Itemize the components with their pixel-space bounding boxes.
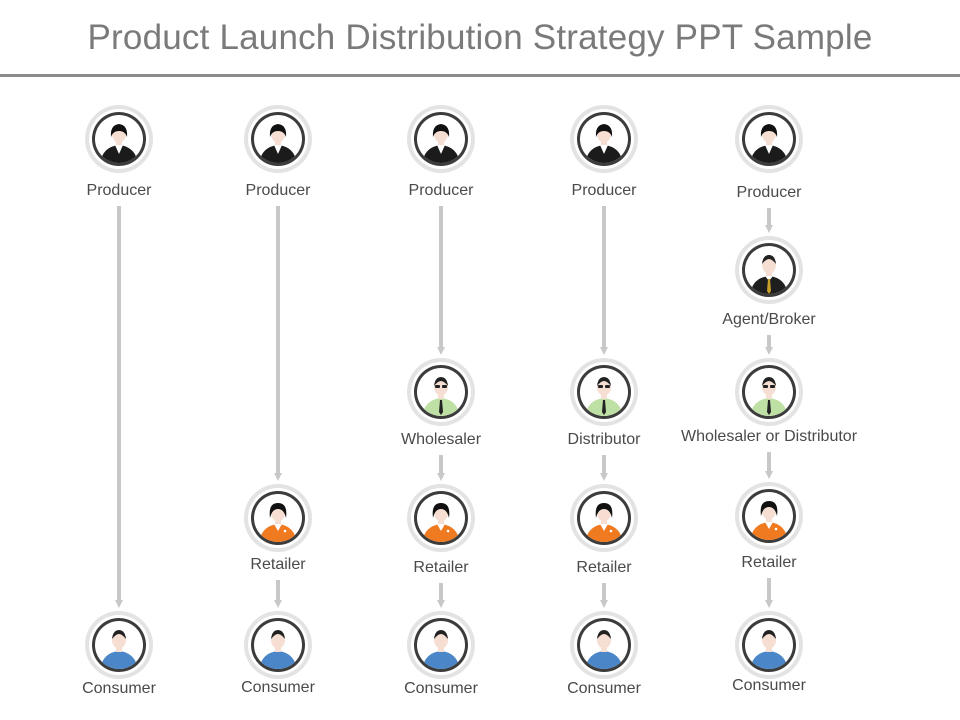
producer-label: Producer xyxy=(86,182,152,199)
wholesaler-label: Wholesaler or Distributor xyxy=(680,428,858,445)
producer-icon xyxy=(735,105,803,173)
consumer-icon xyxy=(407,611,475,679)
producer-icon xyxy=(570,105,638,173)
wholesaler-icon xyxy=(735,358,803,426)
producer-label: Producer xyxy=(571,182,637,199)
consumer-icon xyxy=(570,611,638,679)
consumer-label: Consumer xyxy=(404,680,478,697)
consumer-node xyxy=(84,610,154,680)
retailer-label: Retailer xyxy=(250,556,306,573)
consumer-node xyxy=(243,610,313,680)
consumer-label: Consumer xyxy=(82,680,156,697)
title-divider xyxy=(0,74,960,77)
retailer-icon xyxy=(570,484,638,552)
producer-label: Producer xyxy=(408,182,474,199)
consumer-node xyxy=(406,610,476,680)
producer-label: Producer xyxy=(736,184,802,201)
producer-icon xyxy=(407,105,475,173)
retailer-node xyxy=(569,483,639,553)
wholesaler-icon xyxy=(570,358,638,426)
agent-label: Agent/Broker xyxy=(722,311,816,328)
producer-node xyxy=(406,104,476,174)
wholesaler-icon xyxy=(407,358,475,426)
agent-icon xyxy=(735,236,803,304)
producer-node xyxy=(243,104,313,174)
producer-label: Producer xyxy=(245,182,311,199)
retailer-icon xyxy=(735,482,803,550)
consumer-icon xyxy=(735,611,803,679)
wholesaler-label: Wholesaler xyxy=(400,431,482,448)
consumer-label: Consumer xyxy=(732,677,806,694)
producer-icon xyxy=(244,105,312,173)
consumer-label: Consumer xyxy=(241,679,315,696)
consumer-node xyxy=(569,610,639,680)
consumer-icon xyxy=(244,611,312,679)
page-title: Product Launch Distribution Strategy PPT… xyxy=(87,18,873,57)
retailer-label: Retailer xyxy=(576,559,632,576)
retailer-icon xyxy=(244,484,312,552)
consumer-icon xyxy=(85,611,153,679)
consumer-label: Consumer xyxy=(567,680,641,697)
consumer-node xyxy=(734,610,804,680)
wholesaler-node xyxy=(734,357,804,427)
producer-node xyxy=(569,104,639,174)
retailer-node xyxy=(243,483,313,553)
wholesaler-node xyxy=(569,357,639,427)
retailer-icon xyxy=(407,484,475,552)
producer-node xyxy=(84,104,154,174)
agent-node xyxy=(734,235,804,305)
producer-node xyxy=(734,104,804,174)
retailer-node xyxy=(406,483,476,553)
wholesaler-label: Distributor xyxy=(567,431,641,448)
wholesaler-node xyxy=(406,357,476,427)
retailer-label: Retailer xyxy=(413,559,469,576)
retailer-node xyxy=(734,481,804,551)
retailer-label: Retailer xyxy=(741,554,797,571)
producer-icon xyxy=(85,105,153,173)
